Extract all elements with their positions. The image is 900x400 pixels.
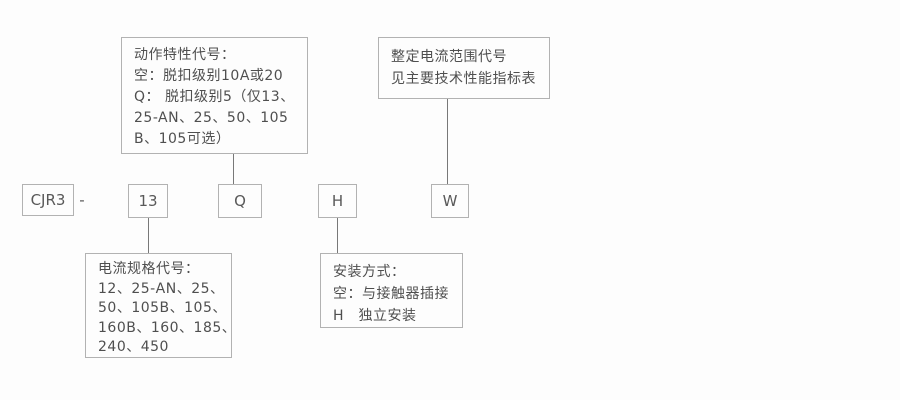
- connector-13-to-current-spec: [148, 218, 149, 253]
- connector-range-to-w: [447, 99, 448, 184]
- callout-range-line: 整定电流范围代号: [391, 49, 507, 65]
- callout-action-line: 动作特性代号：: [134, 47, 236, 63]
- callout-current-line: 12、25-AN、25、: [98, 280, 225, 297]
- callout-current-line: 50、105B、105、: [98, 300, 227, 316]
- callout-current-spec: 电流规格代号： 12、25-AN、25、 50、105B、105、 160B、1…: [85, 253, 237, 358]
- code-box-current-spec: 13: [128, 184, 168, 218]
- callout-action-line: B、105可选）: [134, 131, 231, 147]
- code-box-action-characteristic: Q: [218, 184, 262, 218]
- callout-install-line: H 独立安装: [333, 308, 417, 324]
- callout-action-line: 25-AN、25、50、105: [134, 110, 289, 126]
- callout-action-line: 空：脱扣级别10A或20: [134, 68, 284, 84]
- connector-action-to-q: [233, 154, 234, 184]
- callout-install-mode: 安装方式： 空：与接触器插接 H 独立安装: [320, 253, 463, 328]
- callout-current-line: 电流规格代号：: [98, 261, 200, 277]
- callout-action-characteristic: 动作特性代号： 空：脱扣级别10A或20 Q： 脱扣级别5（仅13、 25-AN…: [121, 37, 308, 154]
- callout-current-line: 240、450: [98, 339, 169, 355]
- separator-dash: -: [79, 191, 85, 209]
- callout-current-line: 160B、160、185、: [98, 319, 237, 336]
- callout-current-range: 整定电流范围代号 见主要技术性能指标表: [378, 37, 550, 99]
- code-box-series-prefix: CJR3: [22, 184, 74, 216]
- callout-install-line: 空：与接触器插接: [333, 286, 449, 302]
- code-box-install-mode: H: [318, 184, 357, 218]
- callout-install-line: 安装方式：: [333, 264, 406, 280]
- connector-h-to-install-mode: [337, 218, 338, 253]
- callout-range-line: 见主要技术性能指标表: [391, 71, 536, 87]
- callout-action-line: Q： 脱扣级别5（仅13、: [134, 89, 295, 105]
- code-box-current-range: W: [431, 184, 469, 218]
